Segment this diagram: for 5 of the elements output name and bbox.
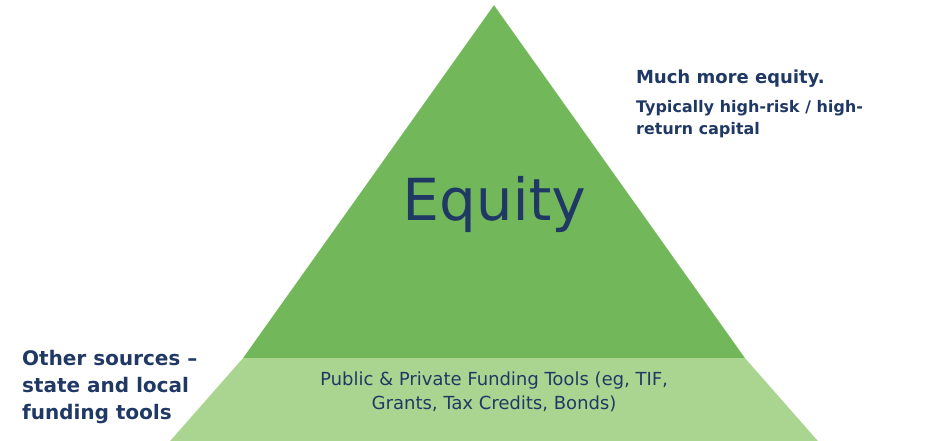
tier-label: Public & Private Funding Tools (eg, TIF, Grants, Tax Credits, Bonds) [319, 368, 669, 416]
tier-label: Equity [401, 165, 587, 235]
side-note: Much more equity. [636, 66, 826, 90]
side-note: Other sources – state and local funding tools [22, 345, 198, 426]
side-note: Typically high-risk / high-return capital [636, 96, 864, 140]
